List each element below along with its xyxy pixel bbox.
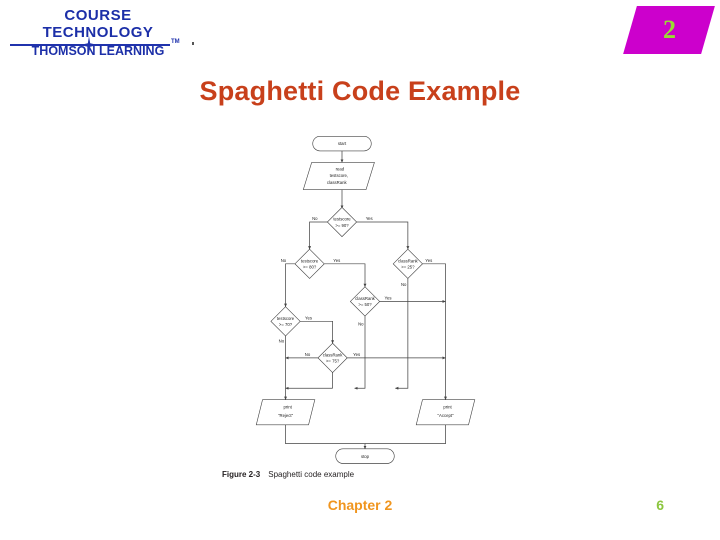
edge-label-d90-yes: Yes	[366, 216, 373, 221]
flowchart-node-testscore-70: testscore >= 70?	[270, 306, 301, 337]
node-label-d50-2: >= 50?	[358, 302, 372, 307]
course-technology-logo: COURSE TECHNOLOGY TM THOMSON LEARNING	[8, 6, 194, 76]
logo-line-course: COURSE	[64, 7, 132, 24]
flowchart-node-print-reject: print "Reject"	[255, 399, 316, 426]
node-label-start: start	[338, 141, 347, 146]
node-label-read-3: classRank	[327, 180, 348, 185]
node-label-d50-1: classRank	[355, 296, 376, 301]
figure-caption-text: Spaghetti code example	[268, 470, 355, 479]
edge-label-d75-no: No	[305, 352, 311, 357]
figure-caption: Figure 2-3 Spaghetti code example	[222, 470, 354, 479]
edge-label-d75-yes: Yes	[353, 352, 360, 357]
node-label-read-1: read	[336, 166, 345, 171]
edge-label-d25-yes: Yes	[425, 258, 432, 263]
flowchart-canvas: start read testscore, classRank testscor…	[255, 135, 476, 464]
node-label-accept-1: print	[443, 405, 452, 410]
node-label-d75-2: >= 75?	[326, 359, 340, 364]
star-burst-icon	[80, 36, 98, 54]
node-label-reject-2: "Reject"	[278, 413, 294, 418]
node-label-d80-2: >= 80?	[303, 265, 317, 270]
trademark-mark: TM	[171, 39, 180, 45]
page-title: Spaghetti Code Example	[199, 76, 521, 106]
node-label-d70-2: >= 70?	[279, 322, 293, 327]
node-label-d25-2: >= 25?	[401, 265, 415, 270]
footer-page-number: 6	[656, 497, 664, 513]
flowchart-node-start: start	[312, 135, 372, 152]
node-label-d25-1: classRank	[398, 258, 419, 263]
node-label-d80-1: testscore	[301, 258, 319, 263]
flowchart-node-testscore-90: testscore >= 90?	[326, 206, 358, 238]
edge-label-d80-yes: Yes	[333, 258, 340, 263]
edge-label-d70-yes: Yes	[305, 315, 312, 320]
edge-label-d90-no: No	[312, 216, 318, 221]
node-label-d70-1: testscore	[277, 316, 295, 321]
chapter-number-badge: 2	[623, 6, 715, 54]
flowchart-node-testscore-80: testscore >= 80?	[294, 248, 325, 279]
node-label-read-2: testscore,	[330, 173, 349, 178]
flowchart-node-read: read testscore, classRank	[302, 162, 375, 190]
flowchart-edge-labels: No Yes No Yes Yes No Yes No Yes No No Ye…	[279, 216, 433, 357]
node-label-d90-2: >= 90?	[335, 223, 349, 228]
flowchart-node-stop: stop	[335, 448, 395, 464]
logo-line-technology: TECHNOLOGY	[42, 24, 154, 41]
flowchart-connectors	[284, 150, 447, 450]
edge-label-d70-no: No	[279, 338, 285, 343]
node-label-d90-1: testscore	[333, 217, 351, 222]
chapter-badge-number: 2	[662, 15, 676, 44]
flowchart-nodes: start read testscore, classRank testscor…	[255, 135, 476, 464]
edge-label-d50-no: No	[358, 322, 364, 327]
flowchart-node-print-accept: print "Accept"	[415, 399, 476, 426]
edge-label-d25-no: No	[401, 282, 407, 287]
footer-chapter-label: Chapter 2	[327, 497, 393, 513]
flowchart-node-classrank-25: classRank >= 25?	[392, 248, 423, 279]
edge-label-d50-yes: Yes	[385, 295, 392, 300]
logo-line-thomson-learning: THOMSON LEARNING	[31, 44, 165, 58]
node-label-stop: stop	[361, 454, 370, 459]
logo-speck	[192, 42, 194, 45]
flowchart-node-classrank-50: classRank >= 50?	[349, 286, 381, 317]
spaghetti-code-flowchart: start read testscore, classRank testscor…	[215, 130, 515, 475]
node-label-reject-1: print	[283, 405, 292, 410]
flowchart-node-classrank-75: classRank >= 75?	[317, 342, 348, 373]
node-label-d75-1: classRank	[323, 352, 344, 357]
node-label-accept-2: "Accept"	[437, 413, 454, 418]
edge-label-d80-no: No	[281, 258, 287, 263]
figure-caption-number: Figure 2-3	[222, 470, 261, 479]
